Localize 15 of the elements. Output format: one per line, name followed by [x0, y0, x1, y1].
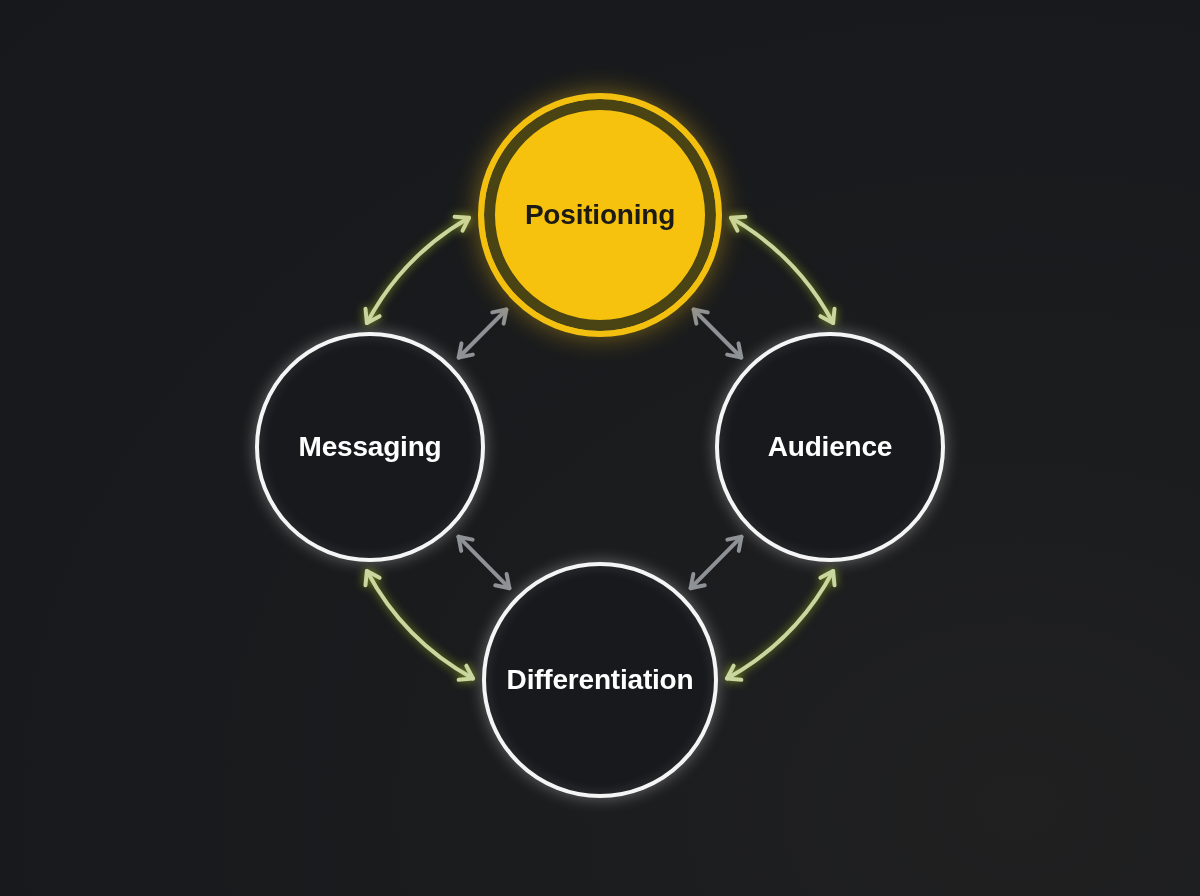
double-arrow: [691, 307, 744, 360]
concept-circle: [715, 332, 945, 562]
concept-label: Audience: [767, 430, 893, 464]
concept-label: Positioning: [524, 198, 676, 232]
double-arrow: [456, 307, 509, 360]
concept-label: Differentiation: [506, 663, 694, 697]
curved-double-arrow: [364, 215, 471, 325]
curved-double-arrow: [364, 569, 475, 681]
highlighted-concept-circle: [478, 93, 722, 337]
curved-double-arrow: [725, 569, 836, 681]
double-arrow: [688, 534, 744, 591]
double-arrow: [456, 534, 512, 591]
concept-circle: [255, 332, 485, 562]
curved-double-arrow: [729, 215, 836, 325]
concept-label: Messaging: [298, 430, 442, 464]
